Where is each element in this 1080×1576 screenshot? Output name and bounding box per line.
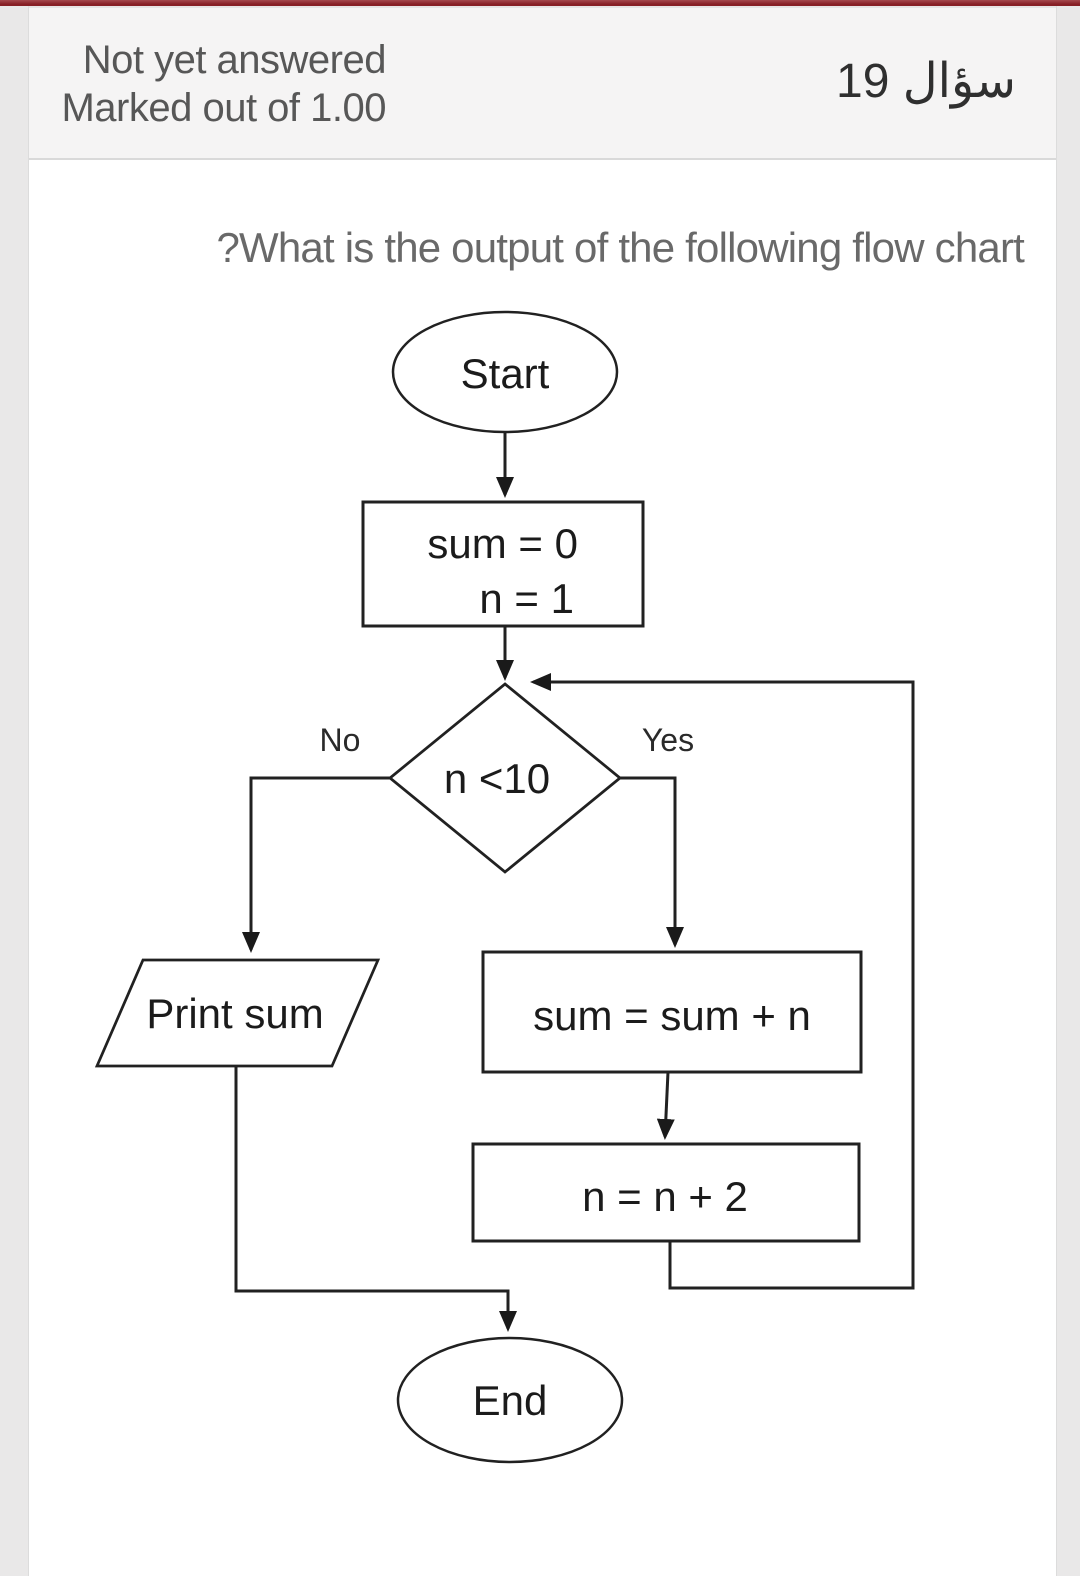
connector-yes-branch (620, 776, 684, 948)
init-line-2: n = 1 (479, 575, 574, 622)
end-terminator (396, 1336, 624, 1464)
increment-label: n = n + 2 (582, 1173, 748, 1220)
init-process-box (361, 500, 645, 628)
connector-loop-back (530, 673, 915, 1290)
print-label: Print sum (146, 990, 323, 1037)
start-label: Start (461, 350, 550, 397)
branch-yes-label: Yes (642, 722, 694, 758)
question-marks: Marked out of 1.00 (61, 86, 386, 130)
connector-accumulate-to-increment (656, 1071, 675, 1140)
decision-diamond (387, 682, 623, 874)
increment-process-box (471, 1142, 861, 1243)
question-header: Not yet answered Marked out of 1.00 سؤال… (29, 6, 1056, 160)
top-accent-bar (0, 0, 1080, 6)
start-terminator (391, 310, 619, 434)
branch-no-label: No (320, 722, 361, 758)
accumulate-label: sum = sum + n (533, 992, 811, 1039)
print-parallelogram (94, 958, 381, 1068)
question-card: Not yet answered Marked out of 1.00 سؤال… (28, 6, 1057, 1576)
question-number: سؤال 19 (836, 55, 1016, 108)
connector-no-branch (242, 776, 390, 953)
connector-print-to-end (234, 1066, 517, 1332)
decision-label: n <10 (444, 755, 550, 802)
accumulate-process-box (481, 950, 863, 1074)
question-text: ?What is the output of the following flo… (216, 224, 1024, 271)
end-label: End (473, 1377, 548, 1424)
question-status: Not yet answered (82, 38, 387, 82)
init-line-1: sum = 0 (427, 520, 578, 567)
question-info-block: Not yet answered Marked out of 1.00 (29, 36, 386, 132)
